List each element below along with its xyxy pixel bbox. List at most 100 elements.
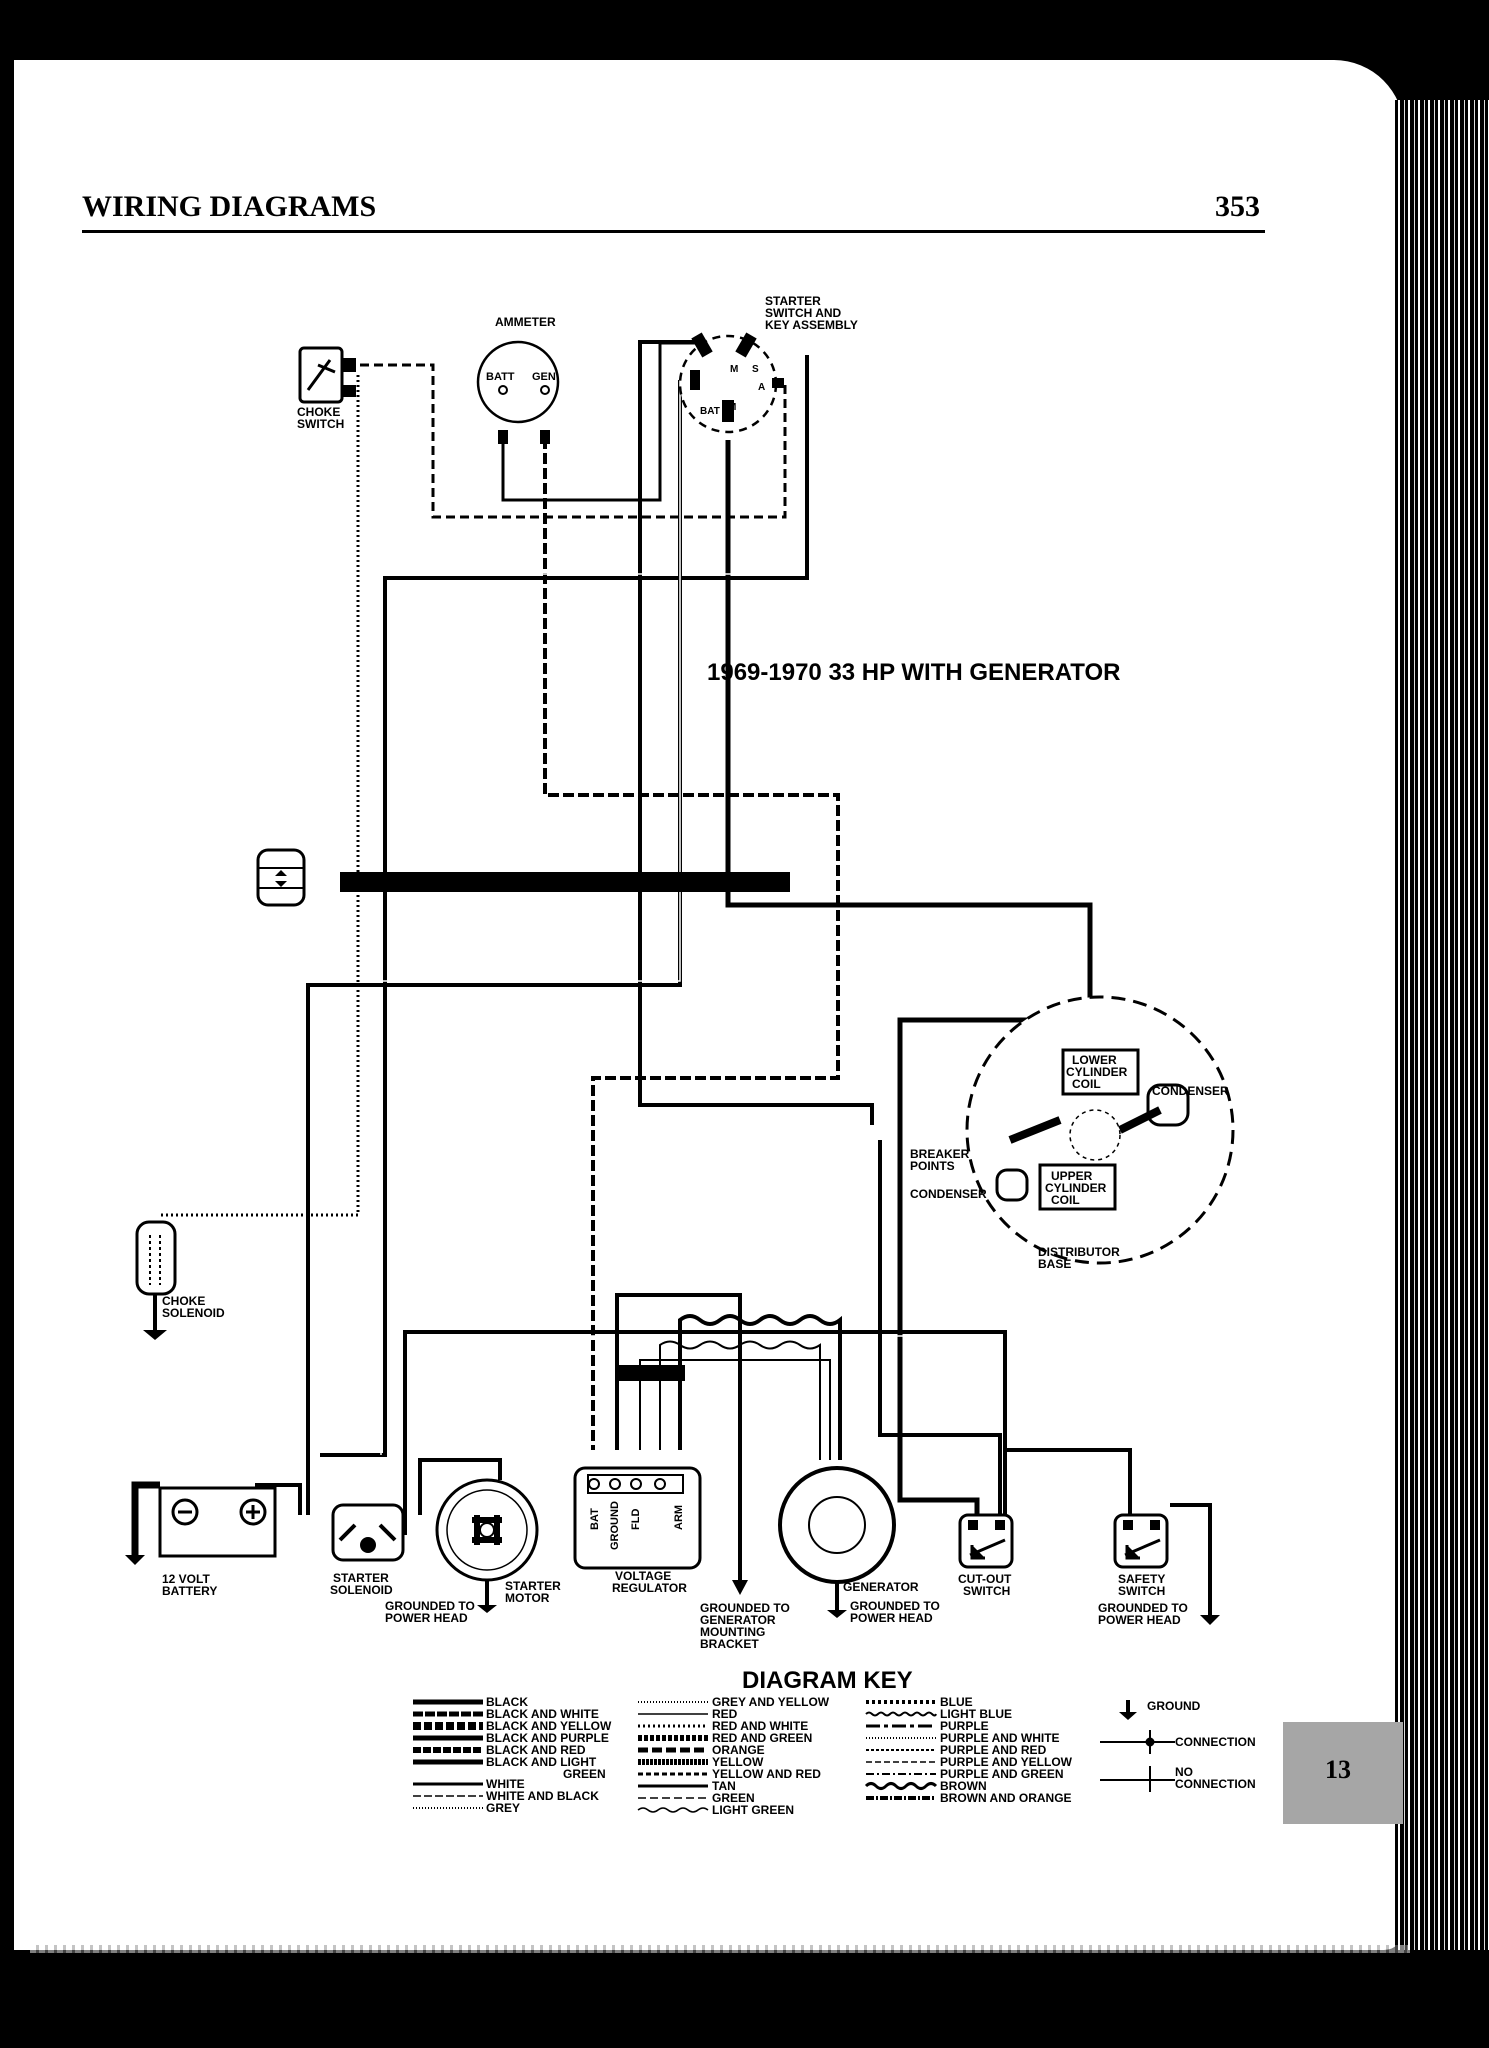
key-col2-swatches <box>637 1701 709 1813</box>
key-col1-labels: BLACK BLACK AND WHITE BLACK AND YELLOW B… <box>486 1695 612 1815</box>
label-choke-solenoid-2: SOLENOID <box>162 1306 225 1320</box>
label-cutout-1: CUT-OUT <box>958 1572 1012 1586</box>
safety-switch: SAFETY SWITCH GROUNDED TO POWER HEAD <box>1098 1513 1220 1627</box>
choke-switch: CHOKE SWITCH <box>297 346 356 431</box>
label-term-bat: BAT <box>700 406 720 417</box>
key-col2-labels: GREY AND YELLOW RED RED AND WHITE RED AN… <box>712 1695 830 1817</box>
distributor-base: LOWER CYLINDER COIL CONDENSER UPPER CYLI… <box>910 995 1235 1271</box>
key-col3-swatches <box>864 1700 938 1800</box>
wire-dist-to-cutout <box>897 1017 1075 1520</box>
key-col1-8: WHITE AND BLACK <box>486 1789 599 1803</box>
chapter-tab <box>1283 1722 1403 1824</box>
label-voltage-regulator-1: VOLTAGE <box>615 1569 671 1583</box>
cutout-switch: CUT-OUT SWITCH <box>958 1513 1014 1598</box>
label-safety-2: SWITCH <box>1118 1584 1165 1598</box>
key-col3-1: LIGHT BLUE <box>940 1707 1012 1721</box>
key-col1-9: GREY <box>486 1801 520 1815</box>
label-choke-solenoid-1: CHOKE <box>162 1294 205 1308</box>
key-col1-6: GREEN <box>563 1767 606 1781</box>
wire-solenoid-to-motor <box>418 1458 502 1515</box>
wire-battery-ground <box>131 1481 160 1555</box>
key-col2-5: YELLOW <box>712 1755 764 1769</box>
label-generator: GENERATOR <box>843 1580 919 1594</box>
wire-reg-to-cutout <box>878 1140 1002 1520</box>
label-vr-ground: GROUND <box>609 1501 621 1550</box>
wire-choke-dotted <box>160 375 360 1217</box>
key-col1-5: BLACK AND LIGHT <box>486 1755 597 1769</box>
label-starter-motor-2: MOTOR <box>505 1591 550 1605</box>
key-col1-7: WHITE <box>486 1777 525 1791</box>
wire-battery-pos <box>255 1483 302 1515</box>
multi-pin-connector <box>256 848 306 907</box>
label-grounded-ph-3a: GROUNDED TO <box>1098 1601 1188 1615</box>
key-col3-labels: BLUE LIGHT BLUE PURPLE PURPLE AND WHITE … <box>940 1695 1073 1805</box>
label-starter-switch-1: STARTER <box>765 294 821 308</box>
key-no-connection-symbol <box>1100 1766 1175 1792</box>
label-vr-arm: ARM <box>673 1505 685 1530</box>
header-rule <box>82 230 1265 233</box>
label-lower-coil-3: COIL <box>1072 1077 1101 1091</box>
diagram-key: DIAGRAM KEY BLACK BLACK AND WHITE BLACK … <box>413 1667 1256 1817</box>
label-battery-1: 12 VOLT <box>162 1572 210 1586</box>
label-grounded-ph-3b: POWER HEAD <box>1098 1613 1181 1627</box>
label-condenser-top: CONDENSER <box>1152 1084 1229 1098</box>
harness-clamp <box>340 872 790 892</box>
section-title: WIRING DIAGRAMS <box>82 190 377 223</box>
label-grounded-ph-2b: POWER HEAD <box>850 1611 933 1625</box>
wire-safety-inner <box>1008 1453 1127 1515</box>
label-choke-switch-1: CHOKE <box>297 405 340 419</box>
label-starter-switch-2: SWITCH AND <box>765 306 842 320</box>
label-grounded-ph-1b: POWER HEAD <box>385 1611 468 1625</box>
wire-white-to-cutout-inner <box>408 1335 1002 1535</box>
key-ground-symbol <box>1119 1700 1137 1720</box>
key-col4-0: GROUND <box>1147 1699 1201 1713</box>
choke-solenoid: CHOKE SOLENOID <box>135 1220 225 1340</box>
key-col2-2: RED AND WHITE <box>712 1719 808 1733</box>
wire-white-long-inner <box>380 355 804 1455</box>
key-col2-4: ORANGE <box>712 1743 765 1757</box>
key-col1-3: BLACK AND PURPLE <box>486 1731 609 1745</box>
wire-white-mid <box>306 380 682 1515</box>
page-number: 353 <box>1215 190 1260 223</box>
wire-green-2 <box>639 1359 831 1460</box>
key-title: DIAGRAM KEY <box>742 1667 913 1694</box>
key-connection-symbol <box>1100 1730 1175 1754</box>
key-col3-7: BROWN <box>940 1779 987 1793</box>
key-col1-4: BLACK AND RED <box>486 1743 586 1757</box>
key-col2-9: LIGHT GREEN <box>712 1803 794 1817</box>
label-vr-bat: BAT <box>589 1508 601 1530</box>
starter-key-switch: M S A BAT M STARTER SWITCH AND KEY ASSEM… <box>678 294 858 434</box>
label-grounded-gen-3: MOUNTING <box>700 1625 765 1639</box>
diagram-title: 1969-1970 33 HP WITH GENERATOR <box>707 659 1120 686</box>
key-col3-5: PURPLE AND YELLOW <box>940 1755 1073 1769</box>
key-col1-1: BLACK AND WHITE <box>486 1707 599 1721</box>
label-term-m: M <box>730 364 738 375</box>
wires <box>131 340 1212 1615</box>
battery: 12 VOLT BATTERY <box>125 1486 277 1598</box>
voltage-regulator: BAT GROUND FLD ARM VOLTAGE REGULATOR GRO… <box>573 1365 790 1651</box>
label-upper-coil-3: COIL <box>1051 1193 1080 1207</box>
wire-white-mid-inner <box>303 380 681 1515</box>
key-col3-4: PURPLE AND RED <box>940 1743 1047 1757</box>
label-vr-fld: FLD <box>630 1509 642 1530</box>
key-col3-0: BLUE <box>940 1695 973 1709</box>
label-distributor-2: BASE <box>1038 1257 1071 1271</box>
key-col4-2: NO <box>1175 1765 1193 1779</box>
key-col3-2: PURPLE <box>940 1719 989 1733</box>
key-col4-3: CONNECTION <box>1175 1777 1256 1791</box>
label-cutout-2: SWITCH <box>963 1584 1010 1598</box>
wire-gen-dashed <box>543 438 840 1450</box>
key-col1-2: BLACK AND YELLOW <box>486 1719 612 1733</box>
label-starter-motor-1: STARTER <box>505 1579 561 1593</box>
label-grounded-gen-4: BRACKET <box>700 1637 759 1651</box>
wire-brown-1 <box>678 1314 842 1460</box>
label-voltage-regulator-2: REGULATOR <box>612 1581 687 1595</box>
label-term-a: A <box>758 382 765 393</box>
key-col1-0: BLACK <box>486 1695 528 1709</box>
label-grounded-gen-2: GENERATOR <box>700 1613 776 1627</box>
label-ammeter-batt: BATT <box>486 371 515 383</box>
label-condenser-left: CONDENSER <box>910 1187 987 1201</box>
key-col3-8: BROWN AND ORANGE <box>940 1791 1072 1805</box>
wire-safety-ground <box>1170 1503 1212 1615</box>
